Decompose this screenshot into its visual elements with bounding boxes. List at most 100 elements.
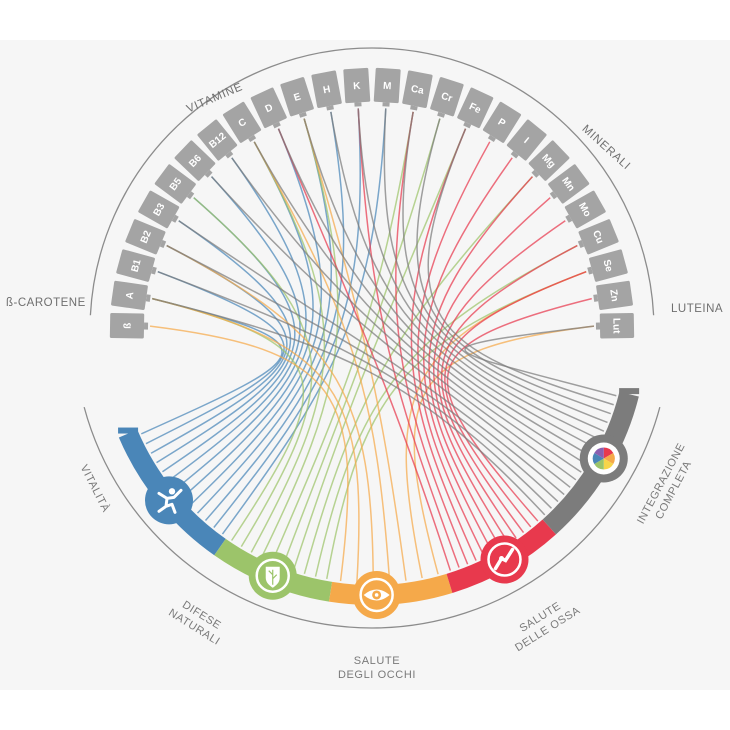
nutrient-tile-bg — [548, 164, 590, 204]
connection-link — [152, 297, 546, 516]
nutrient-tile-tab — [159, 240, 167, 249]
nutrient-tile-bg — [430, 77, 464, 117]
nutrient-tile-bg — [125, 219, 166, 255]
connection-link — [193, 197, 313, 548]
connection-link — [166, 244, 375, 584]
nutrient-label: M — [383, 81, 392, 92]
connection-link — [157, 270, 553, 509]
nutrient-label: D — [264, 102, 275, 115]
connection-link — [204, 111, 345, 521]
side-label-luteina: LUTEINA — [671, 303, 723, 315]
connection-link — [210, 176, 571, 488]
connection-link — [357, 108, 460, 568]
nutrient-tile-bg — [154, 164, 196, 204]
nutrient-tile-tab — [463, 121, 472, 129]
connection-link — [149, 325, 349, 582]
connection-links — [140, 108, 617, 584]
nutrient-tile-tab — [531, 169, 540, 178]
nutrient-label: Ca — [410, 84, 425, 97]
nutrient-tile-tab — [186, 191, 195, 200]
connection-link — [281, 118, 441, 567]
connection-link — [314, 244, 578, 577]
nutrient-tile-tab — [171, 214, 179, 223]
nutrient-tile-bg — [311, 70, 342, 109]
connection-link — [178, 220, 565, 496]
connection-link — [303, 118, 592, 457]
nutrient-tile: I — [506, 119, 547, 161]
nutrient-tile-bg — [482, 101, 522, 143]
connection-link — [174, 157, 307, 490]
nutrient-label: I — [522, 136, 531, 146]
connection-link — [253, 141, 582, 473]
nutrient-tile: B3 — [138, 190, 180, 229]
connection-link — [330, 111, 597, 449]
connection-link — [303, 176, 534, 574]
nutrient-tile: K — [343, 67, 371, 107]
connection-link — [166, 244, 559, 503]
connection-link — [446, 297, 592, 522]
nutrient-tile: Mn — [548, 164, 590, 204]
person-icon — [144, 476, 193, 525]
nutrient-tile-tab — [145, 294, 151, 302]
nutrient-tile: Cu — [577, 219, 619, 255]
nutrient-tile-bg — [250, 87, 287, 129]
nutrient-tile-bg — [596, 280, 633, 310]
nutrient-tile: B6 — [174, 140, 216, 181]
eye-icon — [352, 570, 401, 619]
nutrient-tile-tab — [382, 102, 390, 107]
nutrient-label: B2 — [139, 229, 154, 245]
nutrient-tile-tab — [272, 121, 281, 129]
nutrient-tile-bg — [222, 101, 262, 143]
nutrient-tile-tab — [354, 102, 362, 107]
nutrient-tile-bg — [402, 70, 433, 109]
nutrient-tile-tab — [326, 105, 334, 111]
nutrient-tile: Cr — [430, 77, 464, 118]
nutrient-tile-bg — [373, 67, 401, 104]
nutrient-tile-tab — [143, 322, 149, 330]
nutrient-tile-bg — [197, 119, 238, 161]
nutrient-label: Lut — [610, 318, 621, 334]
nutrient-tile-bg — [343, 67, 371, 104]
nutrient-tile-tab — [437, 111, 446, 118]
nutrient-tile-tab — [151, 266, 157, 275]
connection-link — [428, 176, 534, 549]
connection-link — [383, 108, 605, 432]
nutrient-tile-bg — [111, 280, 148, 310]
connection-link — [145, 270, 285, 445]
connection-link — [156, 220, 292, 464]
nutrient-label: Cu — [590, 229, 605, 246]
nutrient-tile: Mg — [528, 140, 570, 181]
connection-link — [464, 325, 617, 397]
connection-link — [416, 118, 612, 415]
benefit-label-line: DEGLI OCCHI — [338, 669, 416, 681]
nutrient-tile: Lut — [595, 312, 635, 339]
nutrient-label: Zn — [607, 289, 620, 303]
outer-ring — [83, 47, 661, 629]
nutrient-label: K — [353, 81, 362, 92]
connection-link — [357, 108, 601, 441]
nutrient-tile: Zn — [593, 280, 633, 310]
nutrient-tile: Ca — [402, 70, 433, 111]
nutrient-tile-bg — [578, 219, 619, 255]
nutrient-tile: C — [222, 101, 262, 143]
nutrient-tile-bg — [564, 190, 606, 229]
bottom-outer-arc — [83, 406, 661, 629]
nutrient-tile-bg — [280, 77, 314, 117]
nutrient-tile-bg — [116, 249, 155, 282]
nutrient-tile: Mo — [564, 190, 606, 229]
bone-joint-icon — [480, 535, 529, 584]
color-wheel-icon — [579, 434, 628, 483]
nutrient-label: A — [124, 291, 136, 300]
nutrient-tile: P — [482, 101, 522, 143]
nutrient-label: ß — [122, 323, 133, 329]
shield-leaf-icon — [248, 551, 297, 600]
nutrient-tile-tab — [577, 240, 585, 249]
color-wheel-slice — [594, 458, 604, 470]
nutrient-tile: B1 — [116, 249, 157, 282]
top-outer-arc — [89, 47, 655, 316]
nutrient-tile: Fe — [457, 87, 494, 129]
nutrient-tile-tab — [410, 105, 418, 111]
connection-link — [277, 128, 587, 465]
nutrient-label: Cr — [440, 91, 454, 105]
connection-link — [231, 157, 577, 481]
